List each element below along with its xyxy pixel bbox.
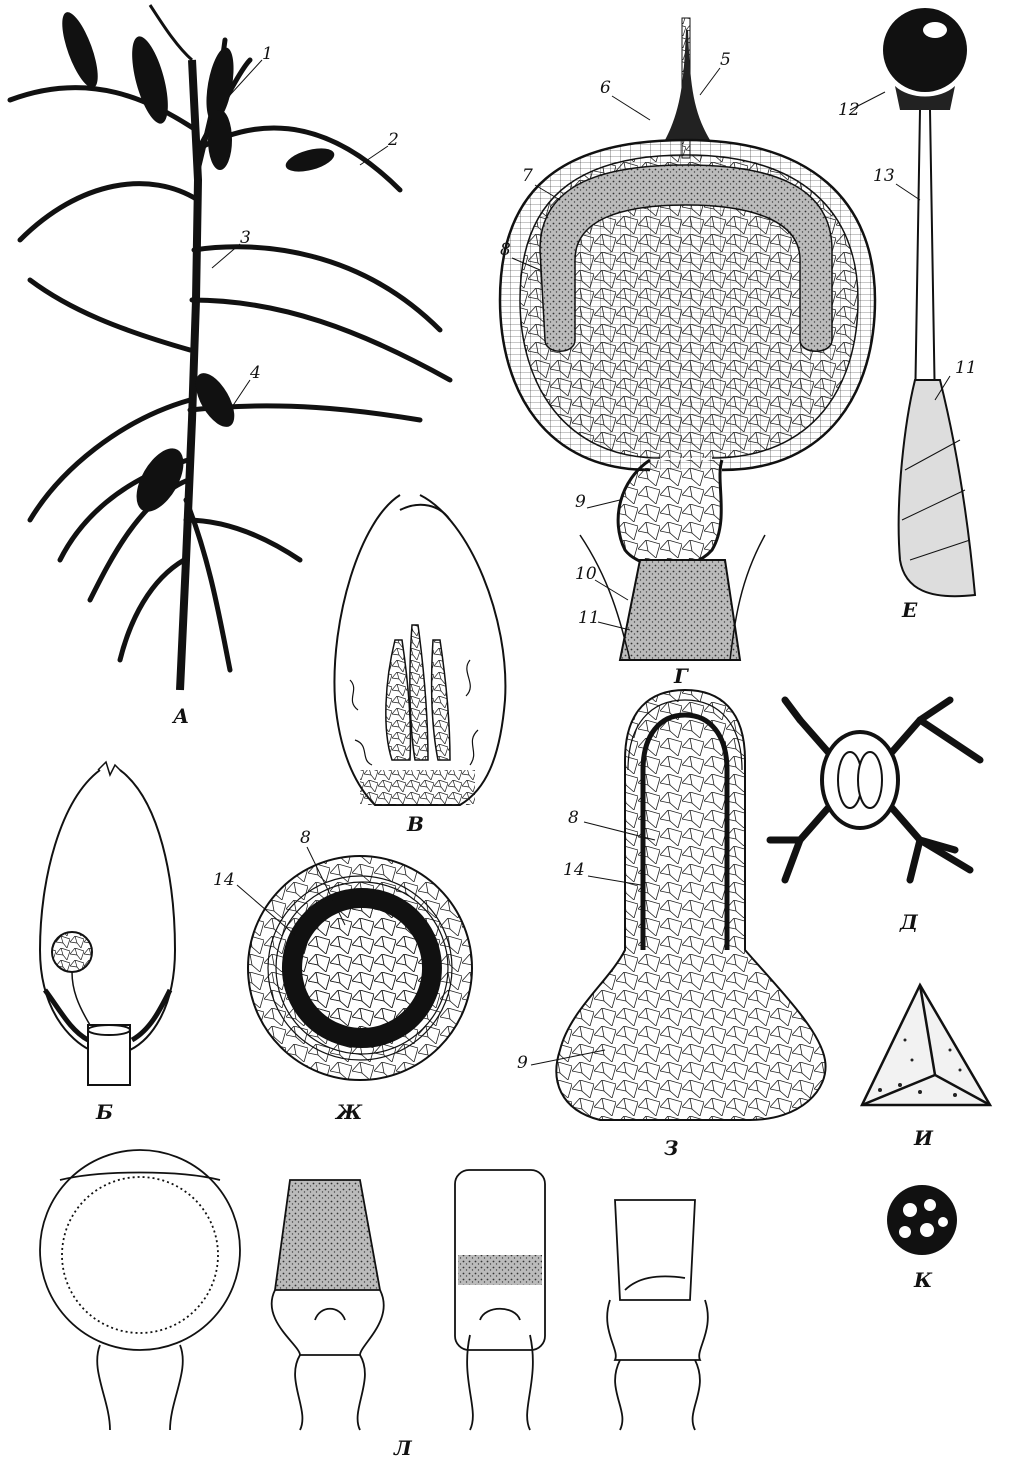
figure-b-calyptra [40, 762, 175, 1085]
label-14-young-sporophyte: 14 [563, 862, 585, 879]
label-8-cross-section: 8 [300, 830, 311, 847]
figure-letter-k: К [914, 1270, 932, 1290]
figure-z-young-sporophyte [556, 690, 825, 1120]
figure-d-stoma [770, 700, 980, 880]
label-6: 6 [600, 80, 611, 97]
figure-zh-cross-section [248, 856, 472, 1080]
figure-i-spore [862, 985, 990, 1105]
figure-v-archegonia [334, 495, 505, 805]
figure-letter-v: В [407, 814, 424, 834]
figure-letter-zh: Ж [336, 1102, 362, 1122]
label-9-young-sporophyte: 9 [517, 1055, 528, 1072]
label-12: 12 [838, 102, 860, 119]
figure-letter-a: А [173, 706, 189, 726]
figure-k-spore [887, 1185, 957, 1255]
label-8-young-sporophyte: 8 [568, 810, 579, 827]
label-4: 4 [250, 365, 261, 382]
label-11-capsule: 11 [578, 610, 600, 627]
figure-letter-d: Д [900, 912, 918, 932]
label-9-capsule: 9 [575, 494, 586, 511]
label-3: 3 [240, 230, 251, 247]
l-stage-2 [272, 1180, 384, 1430]
label-1: 1 [262, 46, 273, 63]
figure-letter-b: Б [96, 1102, 113, 1122]
l-stage-3 [455, 1170, 545, 1430]
label-14-cross-section: 14 [213, 872, 235, 889]
label-11-sporophyte: 11 [955, 360, 977, 377]
label-5: 5 [720, 52, 731, 69]
figure-e-sporophyte [883, 8, 975, 596]
l-stage-4 [607, 1200, 708, 1430]
figure-letter-e: Е [902, 600, 917, 620]
label-2: 2 [388, 132, 399, 149]
figure-letter-i: И [914, 1128, 933, 1148]
l-stage-1 [40, 1150, 240, 1430]
figure-g-capsule-section [500, 18, 875, 660]
figure-letter-l: Л [394, 1438, 412, 1458]
label-8-capsule: 8 [500, 242, 511, 259]
label-7: 7 [522, 168, 533, 185]
label-13: 13 [873, 168, 895, 185]
label-10: 10 [575, 566, 597, 583]
figure-l-stages [40, 1150, 708, 1430]
figure-letter-g: Г [674, 666, 688, 686]
figure-letter-z: З [664, 1138, 678, 1158]
